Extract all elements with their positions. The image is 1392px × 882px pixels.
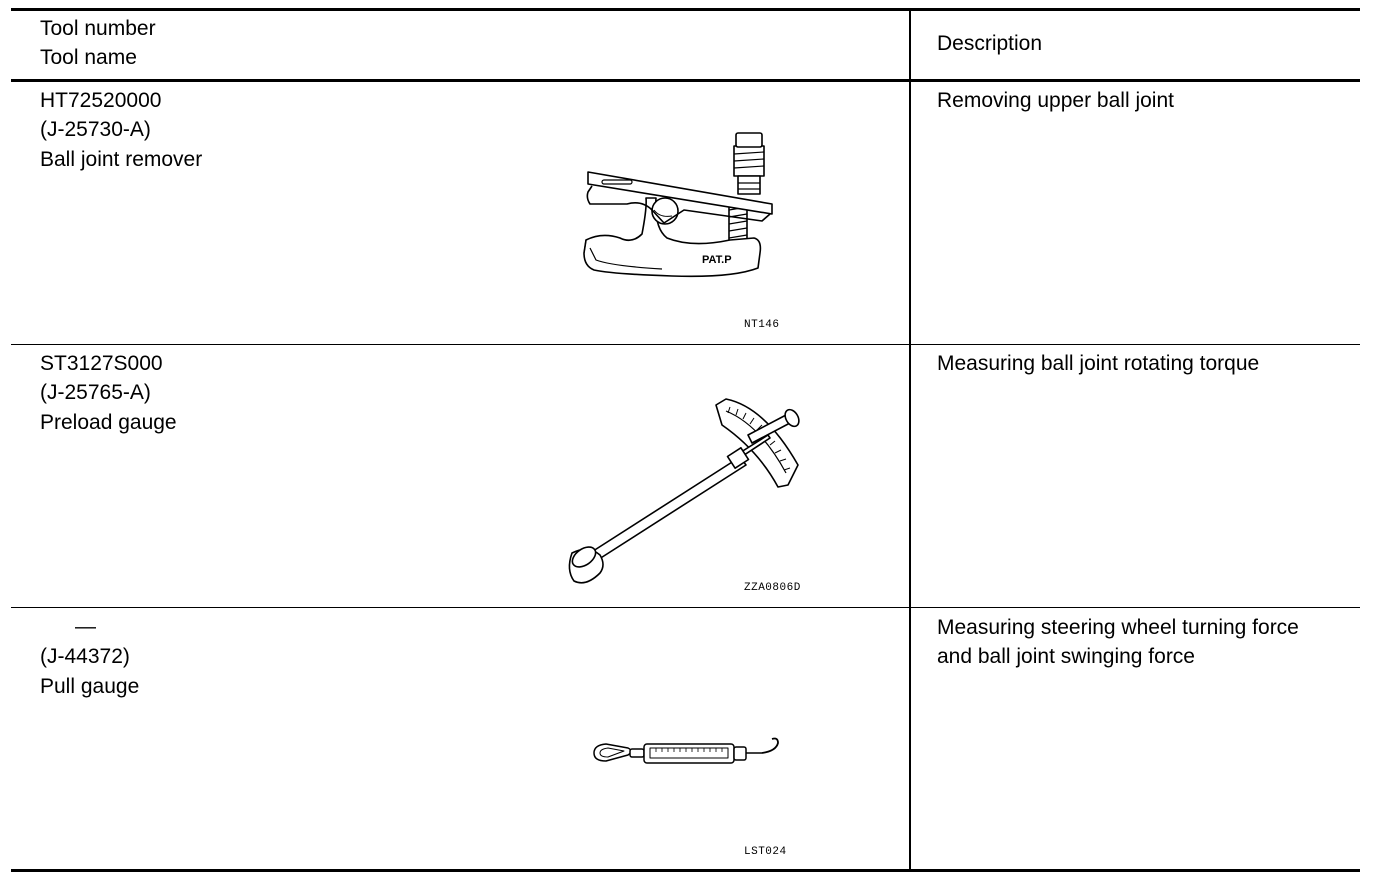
tool-description: Removing upper ball joint [937,89,1174,112]
tool-name: Pull gauge [40,675,140,698]
header-divider [11,79,1360,82]
tool-alt-number: (J-25730-A) [40,118,151,141]
column-divider [909,10,911,871]
tool-description: Measuring ball joint rotating torque [937,352,1260,375]
header-tool-name: Tool name [40,46,137,69]
tool-alt-number: (J-44372) [40,645,130,668]
tool-alt-number: (J-25765-A) [40,381,151,404]
preload-gauge-icon [560,395,810,590]
row-divider-2 [11,607,1360,608]
header-description: Description [937,32,1043,55]
table-bottom-border [11,869,1360,872]
table-top-border [11,8,1360,11]
tool-name: Ball joint remover [40,148,203,171]
tool-description-line2: and ball joint swinging force [937,645,1195,668]
header-tool-number: Tool number [40,17,156,40]
patent-stamp: PAT.P [702,254,732,266]
figure-code: ZZA0806D [744,582,801,594]
tool-number: HT72520000 [40,89,162,112]
tool-description-line1: Measuring steering wheel turning force [937,616,1299,639]
row-divider-1 [11,344,1360,345]
figure-code: LST024 [744,846,787,858]
ball-joint-remover-icon: PAT.P [582,128,782,283]
figure-code: NT146 [744,319,780,331]
tool-name: Preload gauge [40,411,177,434]
pull-gauge-icon [590,735,785,771]
tool-number: — [75,615,96,638]
tool-number: ST3127S000 [40,352,163,375]
